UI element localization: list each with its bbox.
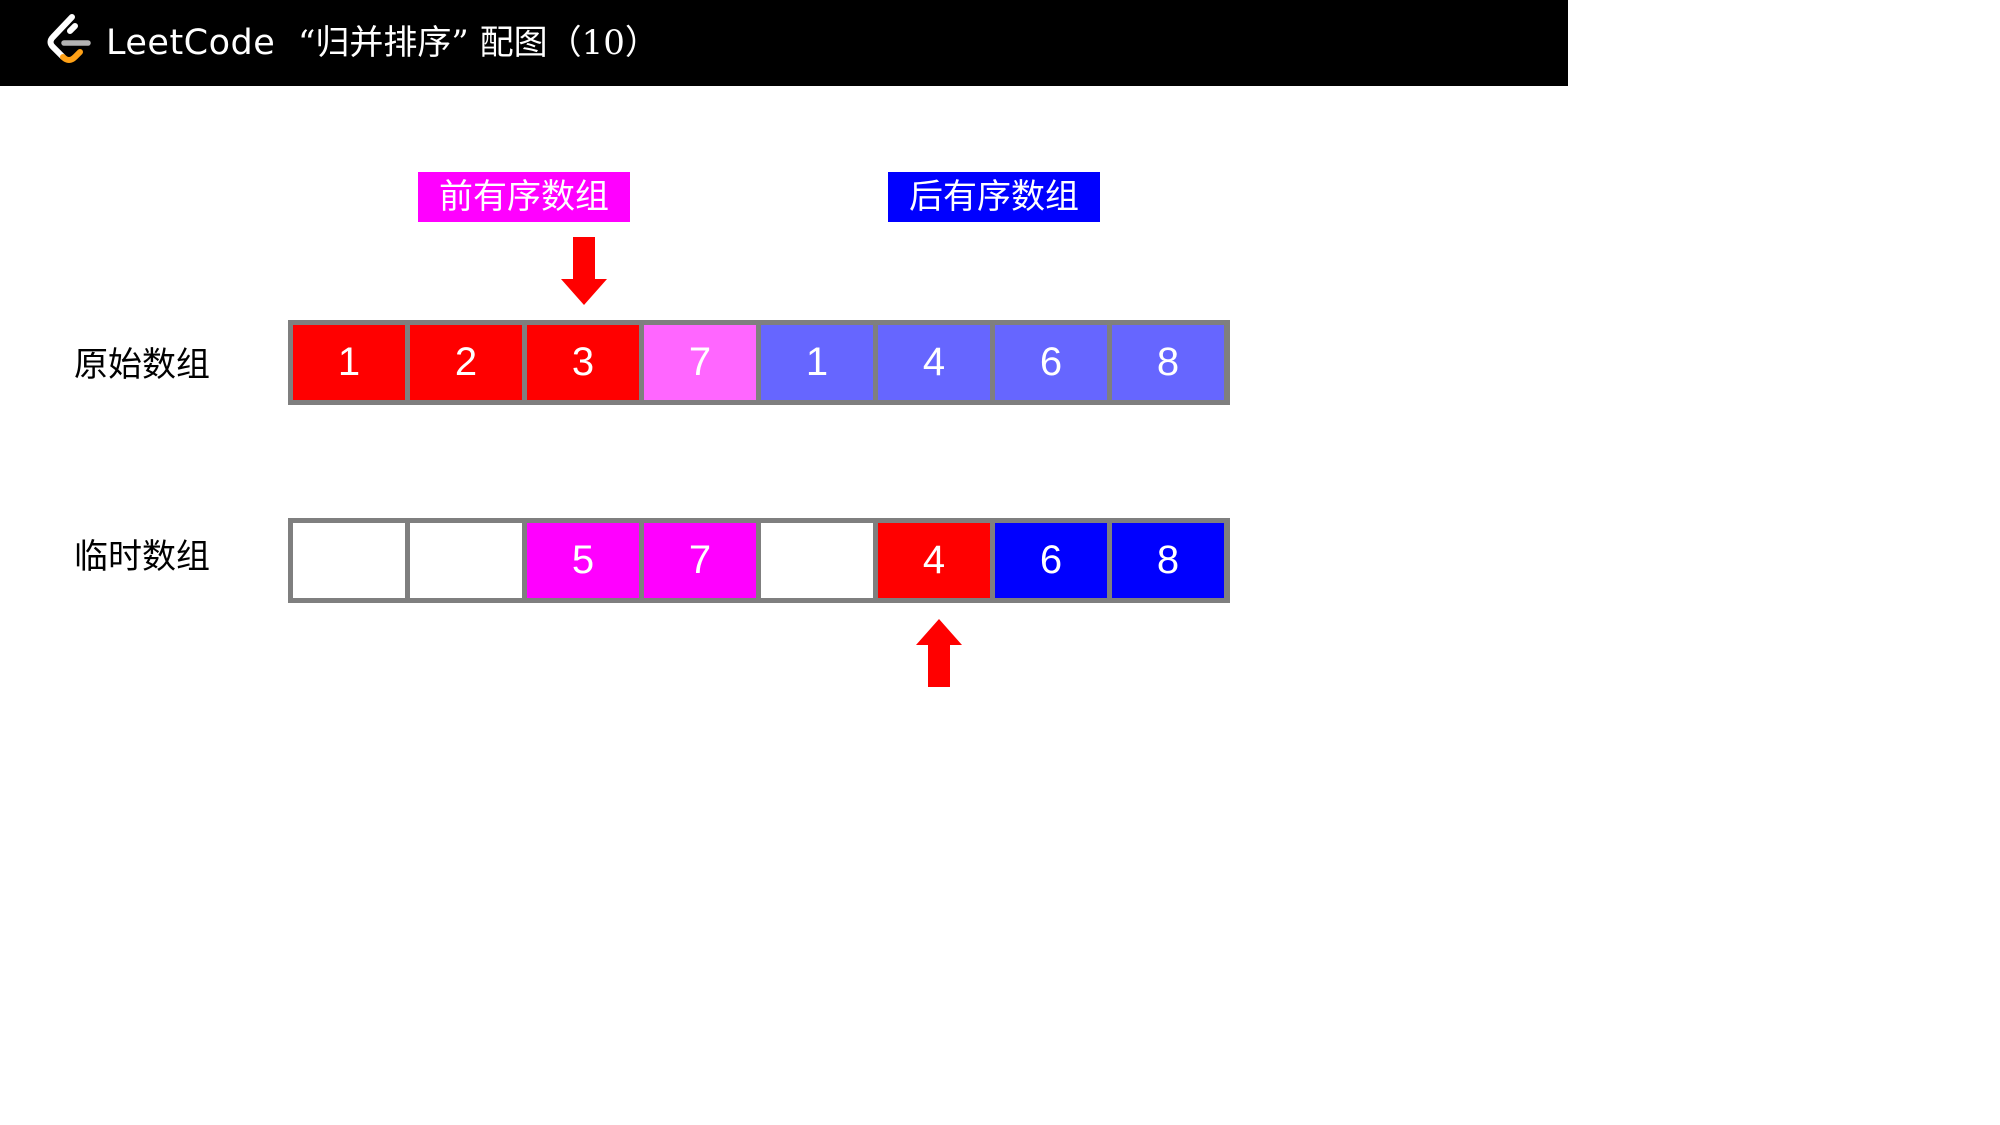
title-bar: LeetCode “归并排序” 配图（10）: [0, 0, 1568, 86]
front-sorted-array-tag: 前有序数组: [418, 172, 630, 222]
original-array-cell-2: 3: [527, 325, 639, 400]
temp-array-cell-1: [410, 523, 522, 598]
temp-array-cell-0: [293, 523, 405, 598]
temp-array-label: 临时数组: [74, 537, 210, 577]
original-array-cell-7: 8: [1112, 325, 1224, 400]
temp-array-cell-6: 6: [995, 523, 1107, 598]
original-array-label: 原始数组: [74, 345, 210, 385]
temp-array-cell-3: 7: [644, 523, 756, 598]
temp-pointer-arrow-icon: [916, 619, 962, 687]
temp-array-cell-2: 5: [527, 523, 639, 598]
original-array-cell-5: 4: [878, 325, 990, 400]
original-array-cell-4: 1: [761, 325, 873, 400]
original-array-cell-1: 2: [410, 325, 522, 400]
brand-name: LeetCode: [106, 23, 276, 63]
original-array-cell-6: 6: [995, 325, 1107, 400]
leetcode-logo-icon: [47, 14, 91, 63]
page-title: “归并排序” 配图（10）: [298, 23, 659, 63]
original-pointer-arrow-icon: [561, 237, 607, 305]
temp-array-cell-5: 4: [878, 523, 990, 598]
original-array-cell-0: 1: [293, 325, 405, 400]
temp-array-cell-7: 8: [1112, 523, 1224, 598]
temp-array-cell-4: [761, 523, 873, 598]
original-array-cell-3: 7: [644, 325, 756, 400]
back-sorted-array-tag: 后有序数组: [888, 172, 1100, 222]
